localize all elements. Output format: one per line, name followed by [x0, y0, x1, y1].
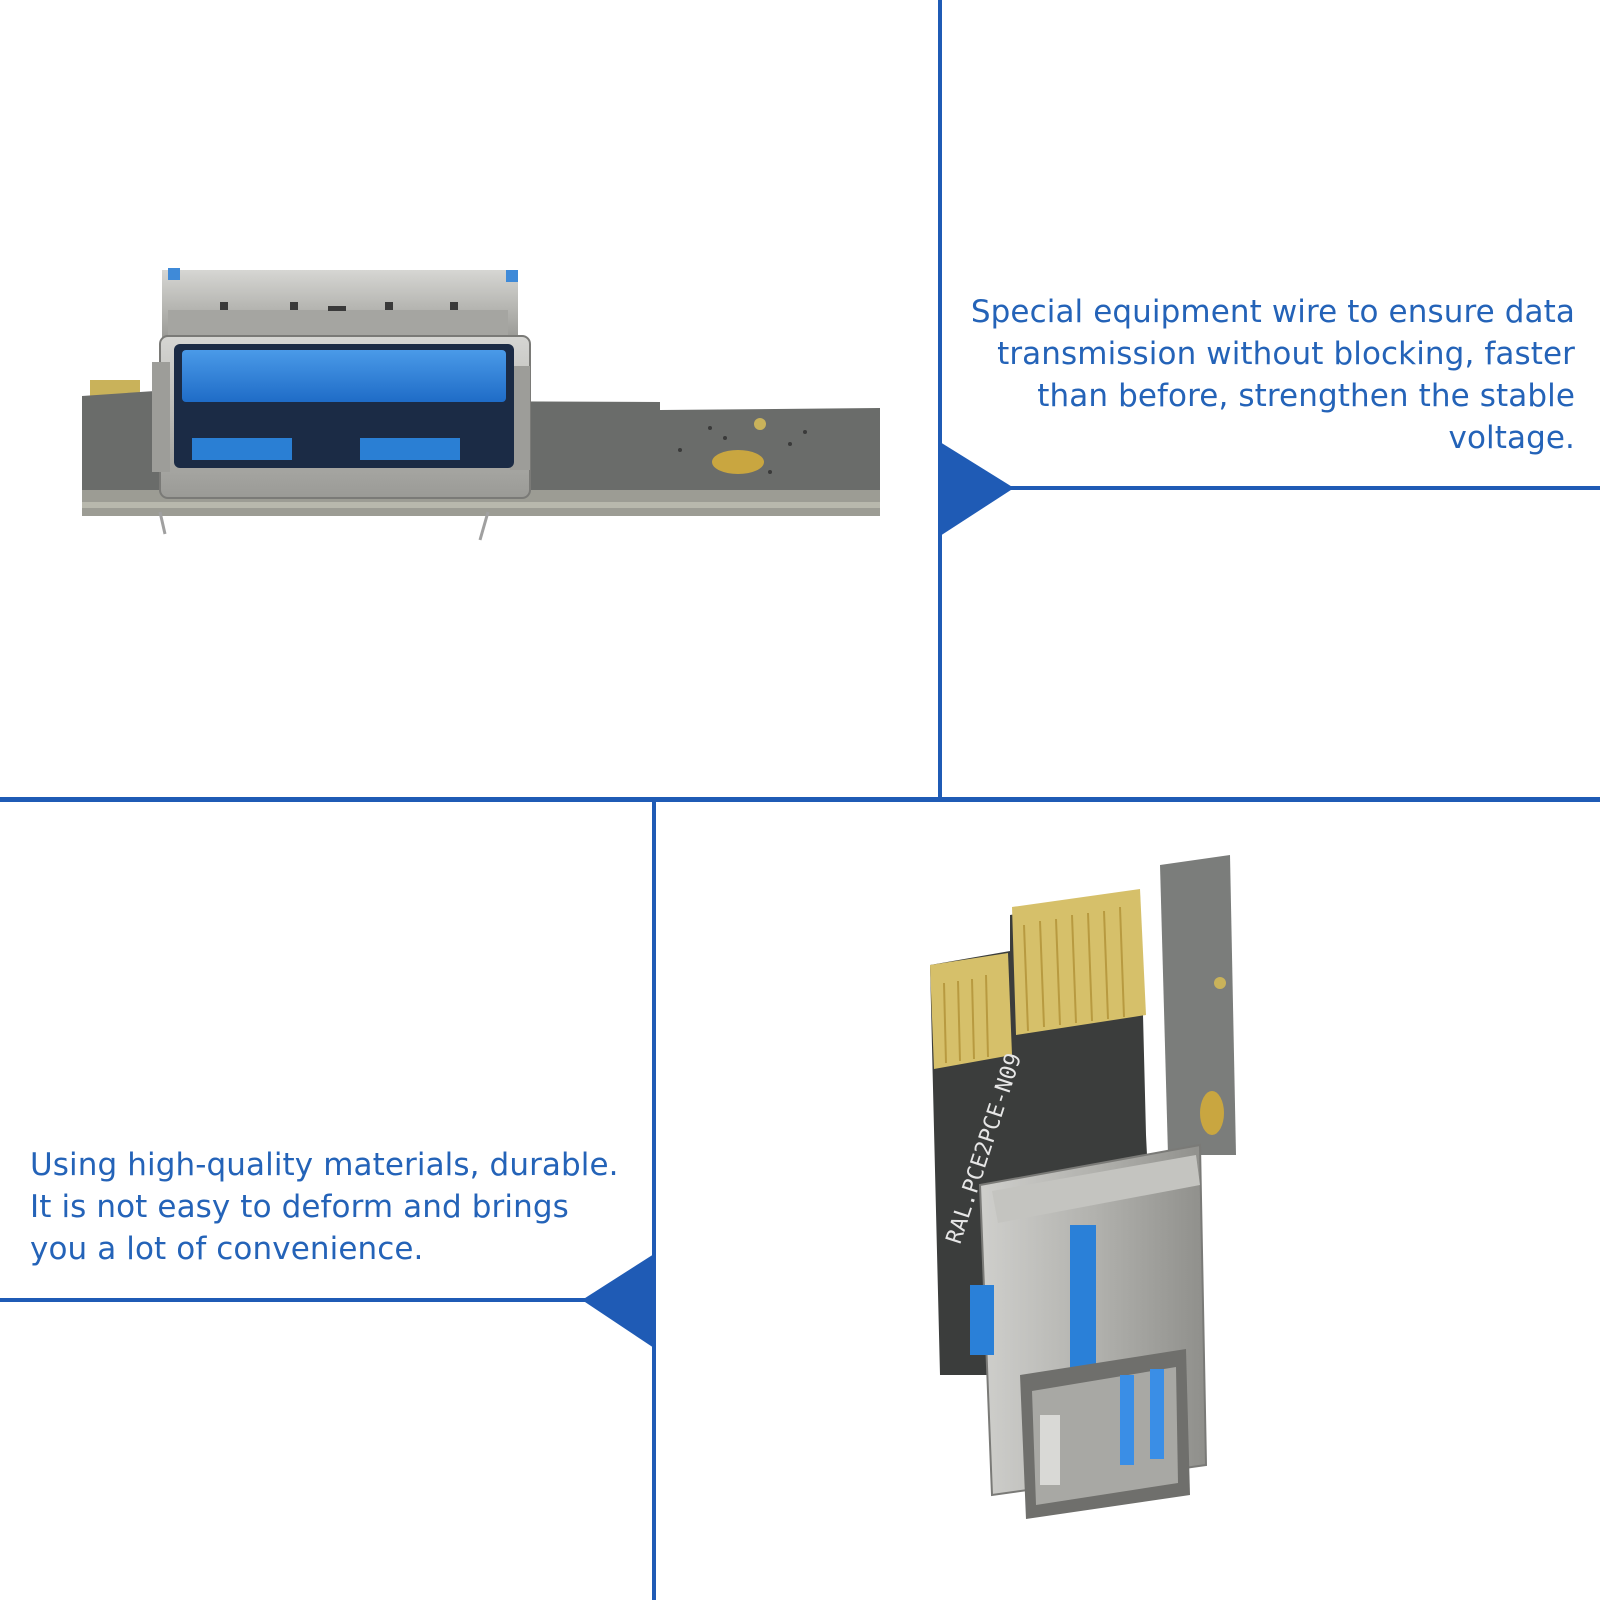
vertical-divider-top [938, 0, 942, 800]
callout-line-bottom [0, 1298, 654, 1302]
feature-caption-top: Special equipment wire to ensure data tr… [970, 294, 1575, 456]
feature-caption-bottom: Using high-quality materials, durable. I… [30, 1147, 619, 1267]
callout-arrow-top-icon [940, 442, 1014, 536]
callout-line-top [940, 486, 1600, 490]
usb-riser-board-side-view-icon [82, 268, 880, 541]
vertical-divider-bottom [652, 800, 656, 1600]
horizontal-divider-middle [0, 797, 1600, 802]
usb-riser-board-angled-view-icon: RAL.PCE2PCE-N09 [930, 855, 1236, 1519]
callout-arrow-bottom-icon [582, 1254, 654, 1348]
